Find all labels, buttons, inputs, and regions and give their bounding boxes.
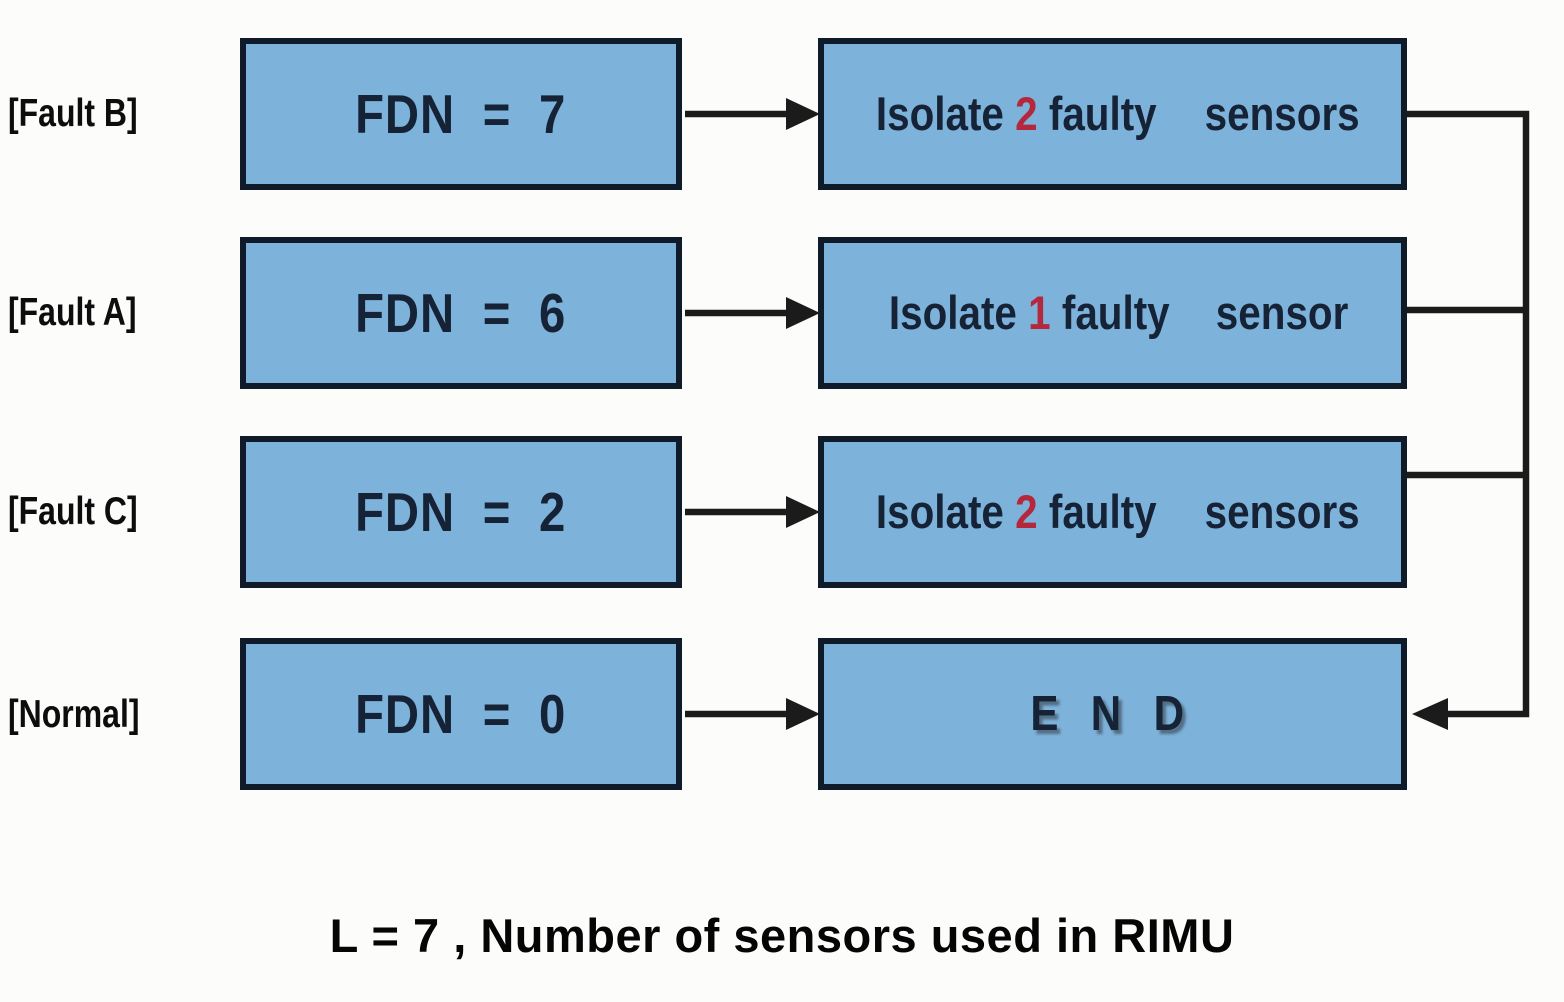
row3-action-count: 2 xyxy=(1014,485,1038,539)
arrow-row2-head-icon xyxy=(786,297,820,329)
row3-action-pre: Isolate xyxy=(875,485,1004,539)
row1-action-box: Isolate 2 faulty sensors xyxy=(818,38,1407,190)
row3-guard-label: [Fault C] xyxy=(8,485,233,539)
row1-action-line2: sensors xyxy=(1204,87,1360,141)
row3-action-box: Isolate 2 faulty sensors xyxy=(818,436,1407,588)
row1-fdn-text: FDN = 7 xyxy=(355,83,567,145)
row4-fdn-box: FDN = 0 xyxy=(240,638,682,790)
row4-guard-label: [Normal] xyxy=(8,688,233,742)
row1-action-count: 2 xyxy=(1014,87,1038,141)
row3-action-text: Isolate 2 faulty sensors xyxy=(853,485,1373,538)
row1-fdn-box: FDN = 7 xyxy=(240,38,682,190)
diagram-caption: L = 7 , Number of sensors used in RIMU xyxy=(329,909,1235,962)
arrow-row1-head-icon xyxy=(786,98,820,130)
end-box: E N D xyxy=(818,638,1407,790)
row2-action-box: Isolate 1 faulty sensor xyxy=(818,237,1407,389)
row1-action-post: faulty xyxy=(1048,87,1157,141)
row1-guard-label: [Fault B] xyxy=(8,87,233,141)
row2-action-pre: Isolate xyxy=(888,286,1017,340)
connector-bus-line xyxy=(1404,110,1530,718)
row3-action-line2: sensors xyxy=(1204,485,1360,539)
row1-action-pre: Isolate xyxy=(875,87,1004,141)
row2-fdn-box: FDN = 6 xyxy=(240,237,682,389)
row3-guard-label-text: [Fault C] xyxy=(8,490,138,533)
row2-fdn-text: FDN = 6 xyxy=(355,282,567,344)
row2-action-text: Isolate 1 faulty sensor xyxy=(866,286,1360,339)
end-box-text: E N D xyxy=(1030,687,1195,741)
row2-action-post: faulty xyxy=(1061,286,1170,340)
row3-action-line1: Isolate 2 faulty xyxy=(875,485,1156,538)
row3-action-post: faulty xyxy=(1048,485,1157,539)
row3-fdn-box: FDN = 2 xyxy=(240,436,682,588)
row2-action-line2: sensor xyxy=(1216,286,1349,340)
row1-action-line1: Isolate 2 faulty xyxy=(875,87,1156,140)
row4-fdn-text: FDN = 0 xyxy=(355,683,567,745)
arrow-row4-head-icon xyxy=(786,698,820,730)
arrow-row3-head-icon xyxy=(786,496,820,528)
row2-action-line1: Isolate 1 faulty xyxy=(888,286,1169,339)
arrow-end-head-icon xyxy=(1412,698,1448,730)
row2-guard-label-text: [Fault A] xyxy=(8,291,137,334)
row2-action-count: 1 xyxy=(1027,286,1051,340)
row4-guard-label-text: [Normal] xyxy=(8,693,140,736)
row3-fdn-text: FDN = 2 xyxy=(355,481,567,543)
row1-guard-label-text: [Fault B] xyxy=(8,92,138,135)
row2-guard-label: [Fault A] xyxy=(8,286,233,340)
row1-action-text: Isolate 2 faulty sensors xyxy=(853,87,1373,140)
